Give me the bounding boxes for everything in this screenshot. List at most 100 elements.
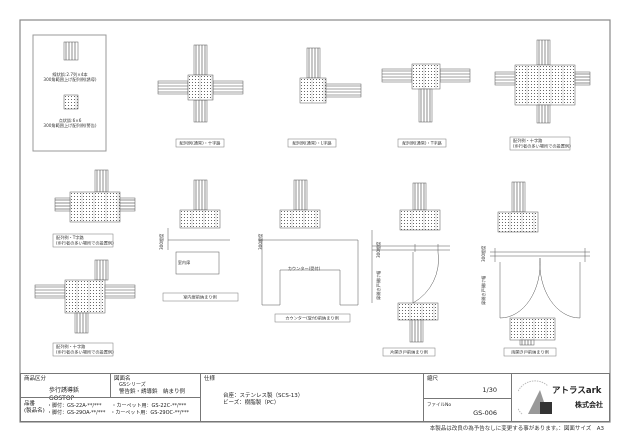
dot (67, 101, 70, 104)
dot (195, 219, 198, 222)
dot (92, 307, 95, 310)
dot (286, 213, 289, 216)
dot (409, 219, 412, 222)
dot (521, 92, 524, 95)
dot (537, 324, 540, 327)
dot (98, 286, 101, 289)
dot (427, 85, 430, 88)
dot (404, 303, 407, 306)
dot (569, 101, 572, 104)
dot (89, 280, 92, 283)
dot (286, 216, 289, 219)
dot (74, 298, 77, 301)
dot (557, 101, 560, 104)
dot (510, 321, 513, 324)
dot (280, 216, 283, 219)
dot (415, 228, 418, 231)
dot (73, 192, 76, 195)
dot (82, 201, 85, 204)
counter-outline (262, 269, 358, 306)
dot (65, 301, 68, 304)
dot (298, 219, 301, 222)
dot (430, 82, 433, 85)
dot (79, 210, 82, 213)
dot (188, 75, 191, 78)
dot (312, 93, 315, 96)
dot (403, 225, 406, 228)
dot (424, 219, 427, 222)
dot (100, 195, 103, 198)
dot (86, 289, 89, 292)
dot (522, 230, 525, 233)
dot (528, 336, 531, 339)
dot (554, 65, 557, 68)
dot (76, 213, 79, 216)
dot (76, 192, 79, 195)
dot (548, 101, 551, 104)
dot (68, 310, 71, 313)
dot (80, 292, 83, 295)
dot (524, 83, 527, 86)
dot (83, 292, 86, 295)
dot (203, 96, 206, 99)
dot (413, 303, 416, 306)
dot (521, 77, 524, 80)
dot (73, 219, 76, 222)
dot (421, 216, 424, 219)
dot (539, 95, 542, 98)
dot (94, 198, 97, 201)
dot (71, 286, 74, 289)
model-label: 品番 (24, 401, 36, 407)
label-cross-crowded-2: 配列例・十字路 (56, 343, 86, 350)
dot (97, 213, 100, 216)
dot (70, 192, 73, 195)
dot (207, 213, 210, 216)
dot (298, 216, 301, 219)
dot (528, 221, 531, 224)
dot (519, 218, 522, 221)
spec-cell: 仕様 台座：ステンレス製（SCS-13） ビーズ：樹脂製（PC） (200, 373, 424, 422)
dot (412, 213, 415, 216)
dot (407, 312, 410, 315)
dot (283, 216, 286, 219)
dot (413, 312, 416, 315)
dot (203, 75, 206, 78)
dot (286, 210, 289, 213)
dot (543, 321, 546, 324)
dot (424, 222, 427, 225)
dot (540, 330, 543, 333)
dot (206, 81, 209, 84)
line-block (325, 83, 362, 98)
dot (545, 98, 548, 101)
dot (183, 216, 186, 219)
dot (436, 67, 439, 70)
dot (286, 225, 289, 228)
dot (545, 95, 548, 98)
dot (427, 64, 430, 67)
dot (431, 309, 434, 312)
dot (563, 80, 566, 83)
dot (546, 318, 549, 321)
dot (519, 330, 522, 333)
dot (92, 292, 95, 295)
dot (518, 68, 521, 71)
dot (74, 289, 77, 292)
dot (95, 304, 98, 307)
dot (313, 222, 316, 225)
dot (539, 98, 542, 101)
dot (572, 77, 575, 80)
dot (298, 222, 301, 225)
dot (436, 219, 439, 222)
dot (188, 96, 191, 99)
dot (303, 90, 306, 93)
dot (310, 213, 313, 216)
dot (515, 74, 518, 77)
dot (518, 95, 521, 98)
dot (65, 286, 68, 289)
dot (410, 306, 413, 309)
dot (76, 216, 79, 219)
dot (551, 71, 554, 74)
dot (527, 92, 530, 95)
dot (518, 71, 521, 74)
dot (545, 68, 548, 71)
